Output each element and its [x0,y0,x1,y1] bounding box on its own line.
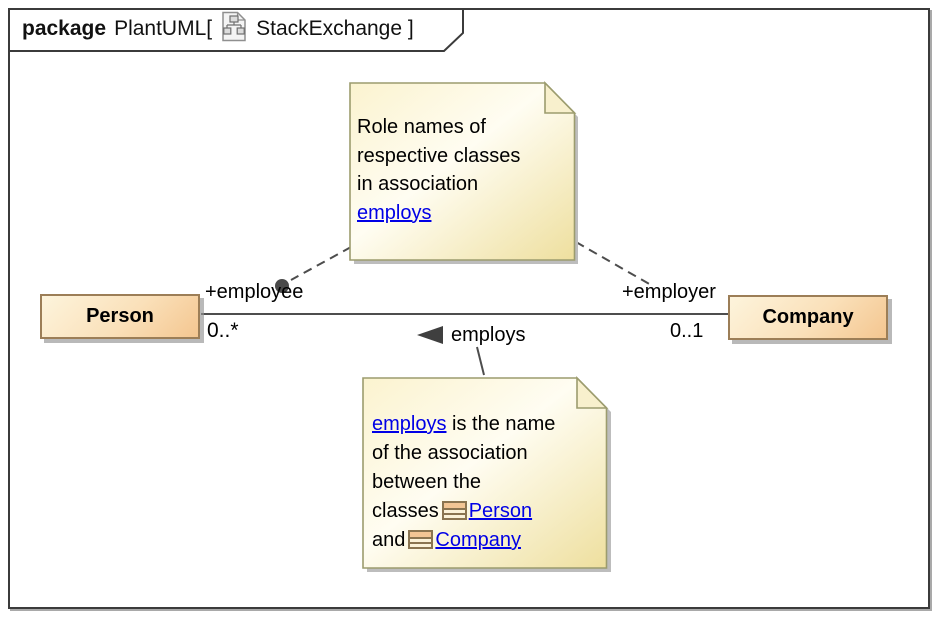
direction-left-triangle-icon [417,326,443,344]
employs-link[interactable]: employs [357,201,432,224]
package-keyword: package [22,17,107,40]
company-link[interactable]: Company [435,529,521,551]
note-anchor-dot [275,279,289,293]
bottom-note-text: and [372,529,406,551]
note-connector-bottom [476,346,485,376]
note-connector-left-dashed [290,246,352,281]
top-note-line: Role names of [357,116,486,138]
role-label-employer: +employer [622,281,716,303]
association-name-group: employs [417,324,525,346]
class-name-person: Person [86,305,154,327]
bottom-note-fold-corner [576,376,609,409]
role-label-employee: +employee [205,281,304,303]
bottom-note-line: employs is the name [372,410,555,439]
bottom-note: employs is the name of the association b… [372,410,555,555]
package-tab: package PlantUML[ StackExchange ] [22,11,414,48]
top-note-line: employs [357,199,520,228]
multiplicity-person: 0..* [207,319,239,342]
package-stereotype: StackExchange ] [256,17,414,40]
class-box-company[interactable]: Company [728,295,888,340]
class-icon [441,501,467,520]
bottom-note-line: between the [372,471,481,493]
multiplicity-company: 0..1 [670,320,704,342]
top-note-line: in association [357,173,479,195]
component-diagram-icon [222,11,246,48]
association-name-label: employs [451,323,526,346]
bottom-note-text: is the name [446,413,556,435]
employs-link[interactable]: employs [372,413,447,435]
class-icon [408,530,434,549]
bottom-note-text: classes [372,500,439,522]
person-link[interactable]: Person [468,500,533,522]
bottom-note-line: classes Person [372,497,555,526]
bottom-note-line: and Company [372,526,555,555]
top-note-line: respective classes [357,144,521,167]
bottom-note-line: of the association [372,442,528,464]
top-note-fold-corner [544,81,577,114]
top-note-body [349,82,576,261]
package-title: PlantUML[ [114,17,213,40]
class-box-person[interactable]: Person [40,294,200,339]
class-name-company: Company [762,306,854,328]
bottom-note-body [362,377,608,569]
top-note: Role names of respective classes in asso… [357,113,520,227]
